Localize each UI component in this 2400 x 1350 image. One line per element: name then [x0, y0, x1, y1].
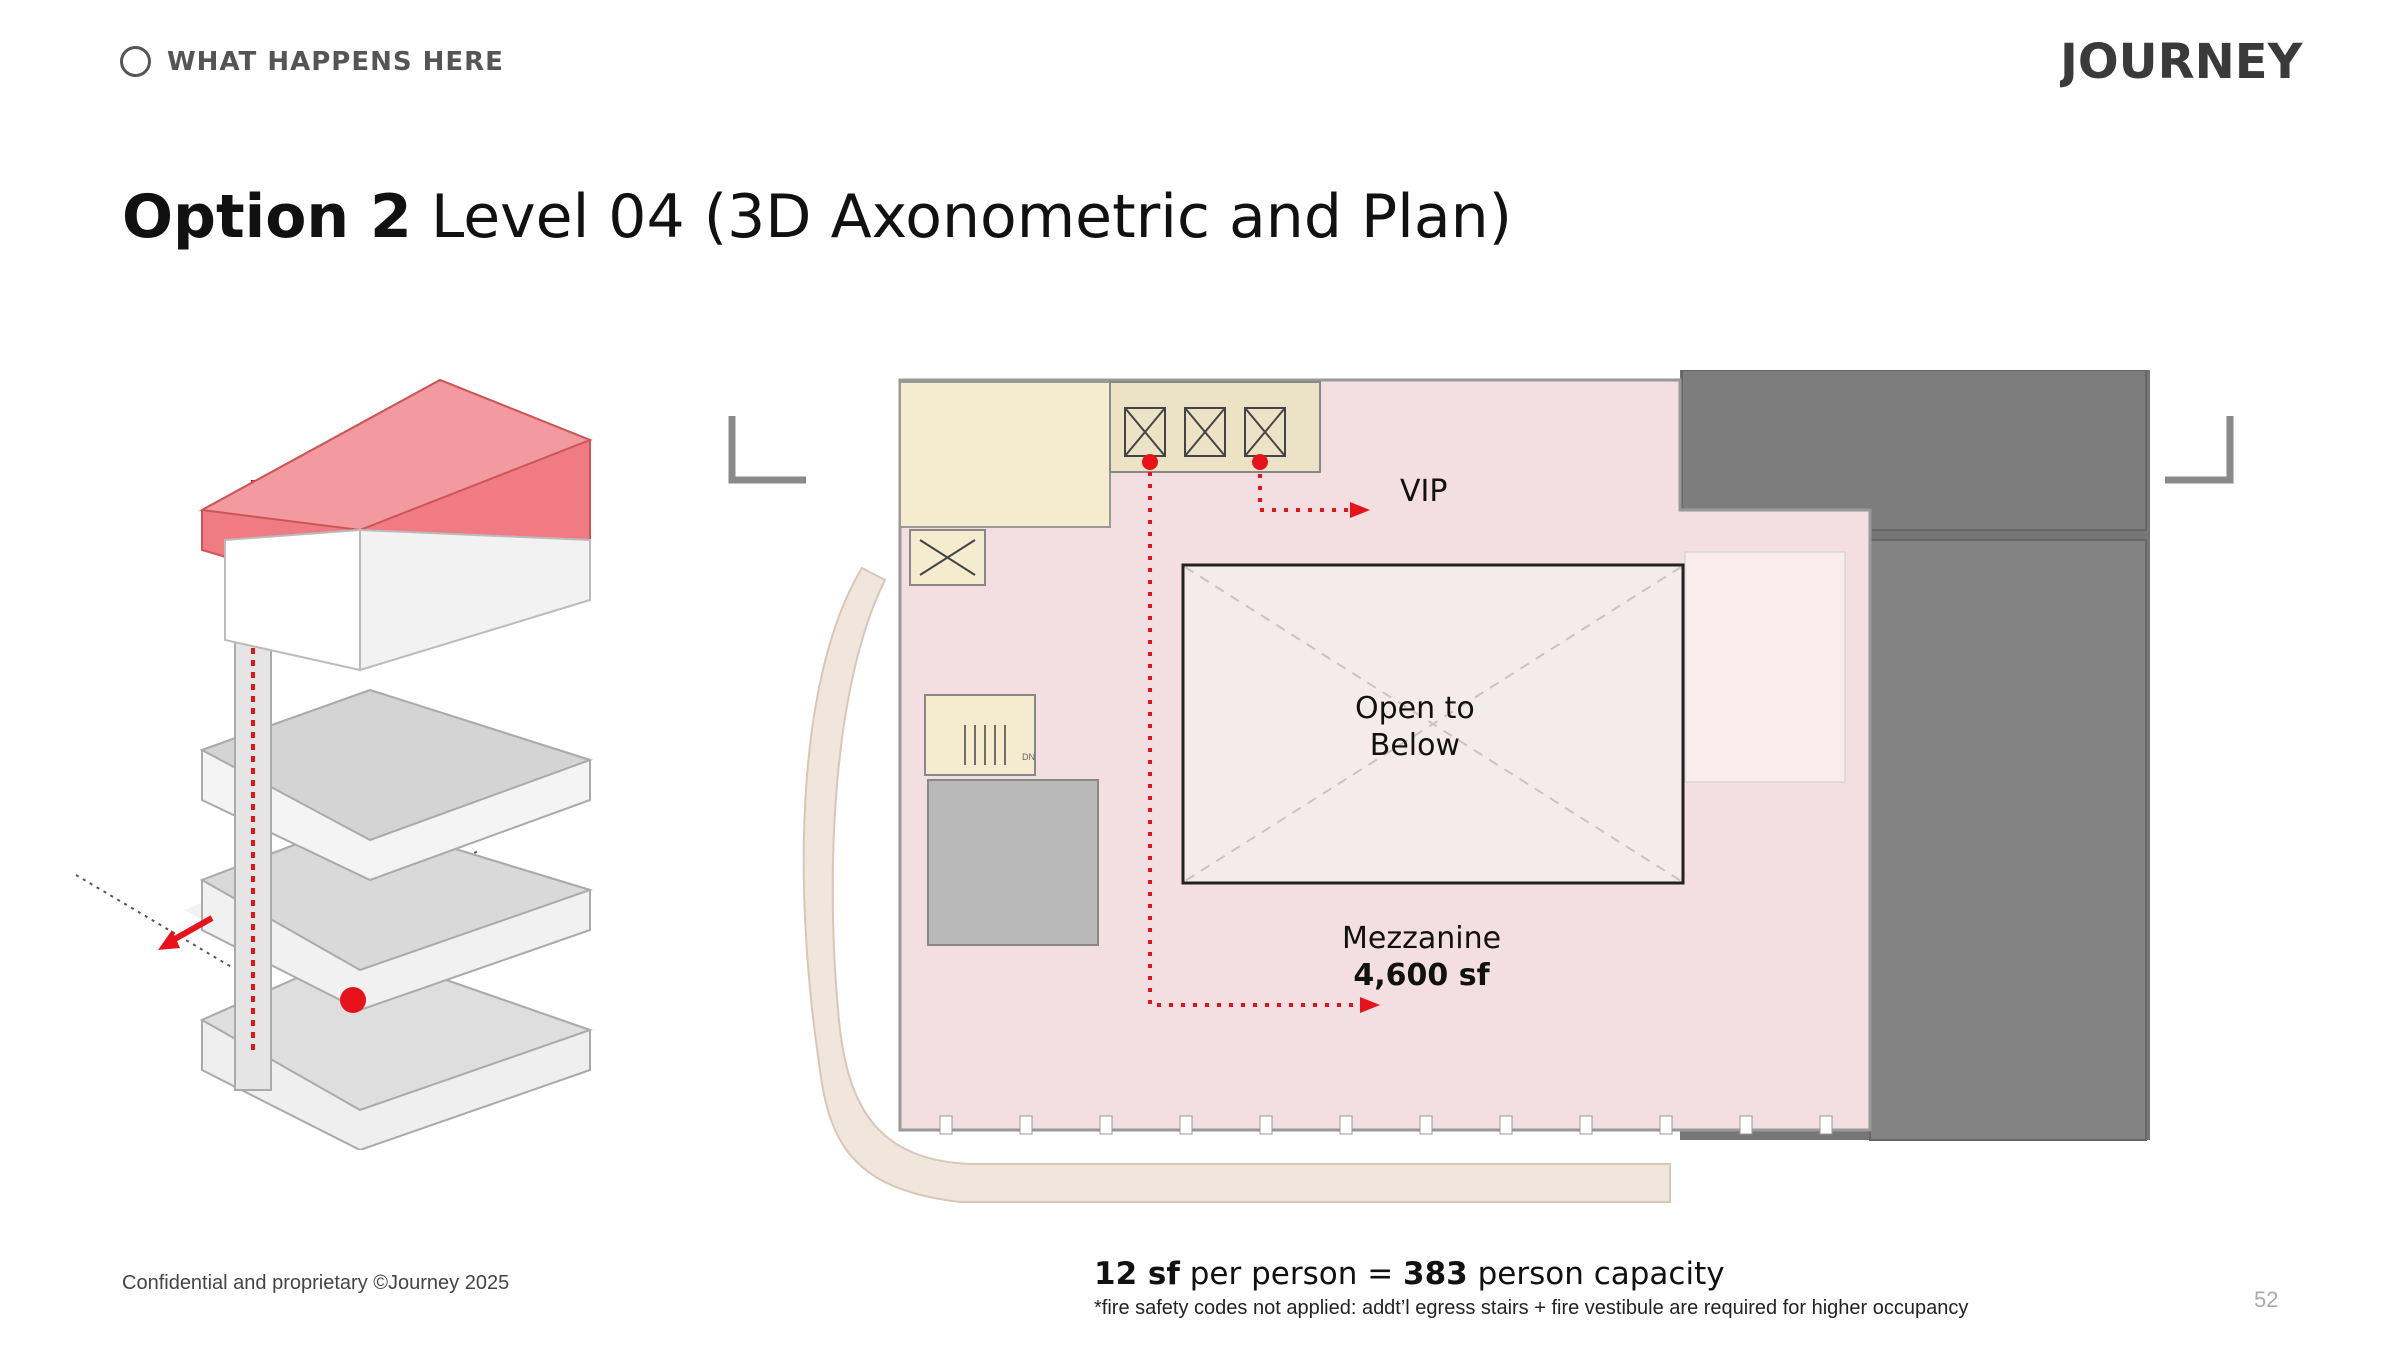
mezzanine-label: Mezzanine 4,600 sf: [1342, 921, 1502, 993]
circle-icon: [120, 46, 151, 77]
page-number: 52: [2254, 1287, 2279, 1312]
egress-arrow-icon: [158, 930, 180, 950]
cut-plane-line: [75, 849, 481, 977]
axonometric-diagram: [75, 378, 594, 1150]
mezzanine-area: 4,600 sf: [1353, 958, 1490, 993]
floor-plan: DN: [728, 370, 2234, 1203]
egress-route-vip: [1258, 462, 1350, 512]
section-tag: WHAT HAPPENS HERE: [120, 46, 504, 77]
location-marker-icon: [340, 987, 366, 1013]
svg-text:DN: DN: [1022, 752, 1035, 762]
title-bold: Option 2: [122, 182, 412, 252]
confidential-note: Confidential and proprietary ©Journey 20…: [122, 1272, 510, 1294]
route-arrow-icon: [1350, 502, 1370, 518]
egress-route-mezz: [1148, 460, 1360, 1007]
route-arrow-icon: [1360, 997, 1380, 1013]
open-to-below-label: Open to Below: [1355, 691, 1475, 763]
page-title: Option 2 Level 04 (3D Axonometric and Pl…: [122, 182, 1512, 252]
vip-label: VIP: [1400, 474, 1448, 509]
title-rest: Level 04 (3D Axonometric and Plan): [411, 182, 1513, 252]
journey-logo: JOURNEY: [2060, 34, 2304, 88]
fire-safety-note: *fire safety codes not applied: addt’l e…: [1094, 1297, 1969, 1319]
svg-text:JOURNEY: JOURNEY: [2060, 34, 2304, 88]
capacity-text: 12 sf per person = 383 person capacity: [1094, 1256, 1725, 1292]
section-label: WHAT HAPPENS HERE: [167, 46, 504, 77]
